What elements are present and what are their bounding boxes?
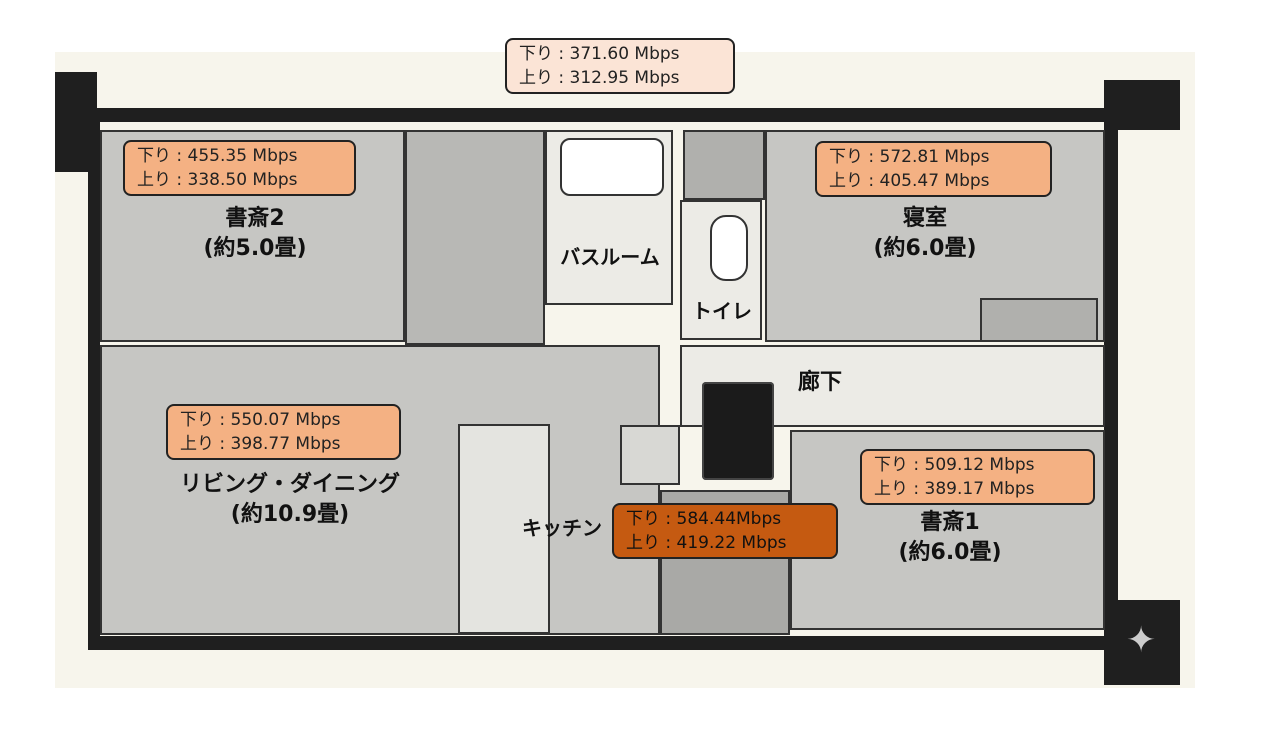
download-speed: 下り : 572.81 Mbps (829, 147, 990, 167)
storage (683, 130, 765, 200)
speed-label-living: 下り : 550.07 Mbps 上り : 398.77 Mbps (166, 404, 401, 460)
download-speed: 下り : 455.35 Mbps (137, 146, 298, 166)
room-label-study1: 書斎1 (約6.0畳) (885, 508, 1015, 568)
pillar (1104, 600, 1180, 685)
wall-top (88, 108, 1118, 122)
upload-speed: 上り : 338.50 Mbps (137, 170, 298, 190)
room-label-living: リビング・ダイニング (約10.9畳) (160, 470, 420, 530)
upload-speed: 上り : 389.17 Mbps (874, 479, 1035, 499)
closet (980, 298, 1098, 342)
download-speed: 下り : 371.60 Mbps (519, 44, 680, 64)
toilet-icon (710, 215, 748, 281)
pillar (1104, 80, 1180, 130)
speed-label-router: 下り : 584.44Mbps 上り : 419.22 Mbps (612, 503, 838, 559)
room-living (100, 345, 660, 635)
speed-label-study1: 下り : 509.12 Mbps 上り : 389.17 Mbps (860, 449, 1095, 505)
upload-speed: 上り : 312.95 Mbps (519, 68, 680, 88)
speed-label-balcony: 下り : 371.60 Mbps 上り : 312.95 Mbps (505, 38, 735, 94)
pillar (55, 72, 97, 172)
speed-label-study2: 下り : 455.35 Mbps 上り : 338.50 Mbps (123, 140, 356, 196)
upload-speed: 上り : 419.22 Mbps (626, 533, 787, 553)
wall-left (88, 108, 100, 650)
room-name: 寝室 (902, 206, 947, 231)
download-speed: 下り : 584.44Mbps (626, 509, 782, 529)
router-icon (702, 382, 774, 480)
fridge-space (620, 425, 680, 485)
wall-bottom (88, 636, 1118, 650)
upload-speed: 上り : 398.77 Mbps (180, 434, 341, 454)
room-label-study2: 書斎2 (約5.0畳) (190, 204, 320, 264)
kitchen-counter (458, 424, 550, 634)
bathtub (560, 138, 664, 196)
room-name: 書斎2 (225, 206, 285, 231)
room-name: リビング・ダイニング (179, 472, 400, 497)
room-size: (約5.0畳) (203, 236, 307, 261)
speed-label-bedroom: 下り : 572.81 Mbps 上り : 405.47 Mbps (815, 141, 1052, 197)
room-label-hallway: 廊下 (797, 370, 842, 395)
wall-right (1104, 108, 1118, 650)
upload-speed: 上り : 405.47 Mbps (829, 171, 990, 191)
room-label-toilet: トイレ (692, 299, 752, 323)
room-label-kitchen: キッチン (522, 516, 602, 540)
sparkle-icon: ✦ (1126, 620, 1157, 661)
room-size: (約6.0畳) (898, 540, 1002, 565)
room-size: (約10.9畳) (230, 502, 350, 527)
download-speed: 下り : 550.07 Mbps (180, 410, 341, 430)
room-size: (約6.0畳) (873, 236, 977, 261)
room-label-bedroom: 寝室 (約6.0畳) (860, 204, 990, 264)
room-name: 書斎1 (920, 510, 980, 535)
closet (405, 130, 545, 345)
download-speed: 下り : 509.12 Mbps (874, 455, 1035, 475)
room-label-bath: バスルーム (560, 245, 660, 269)
